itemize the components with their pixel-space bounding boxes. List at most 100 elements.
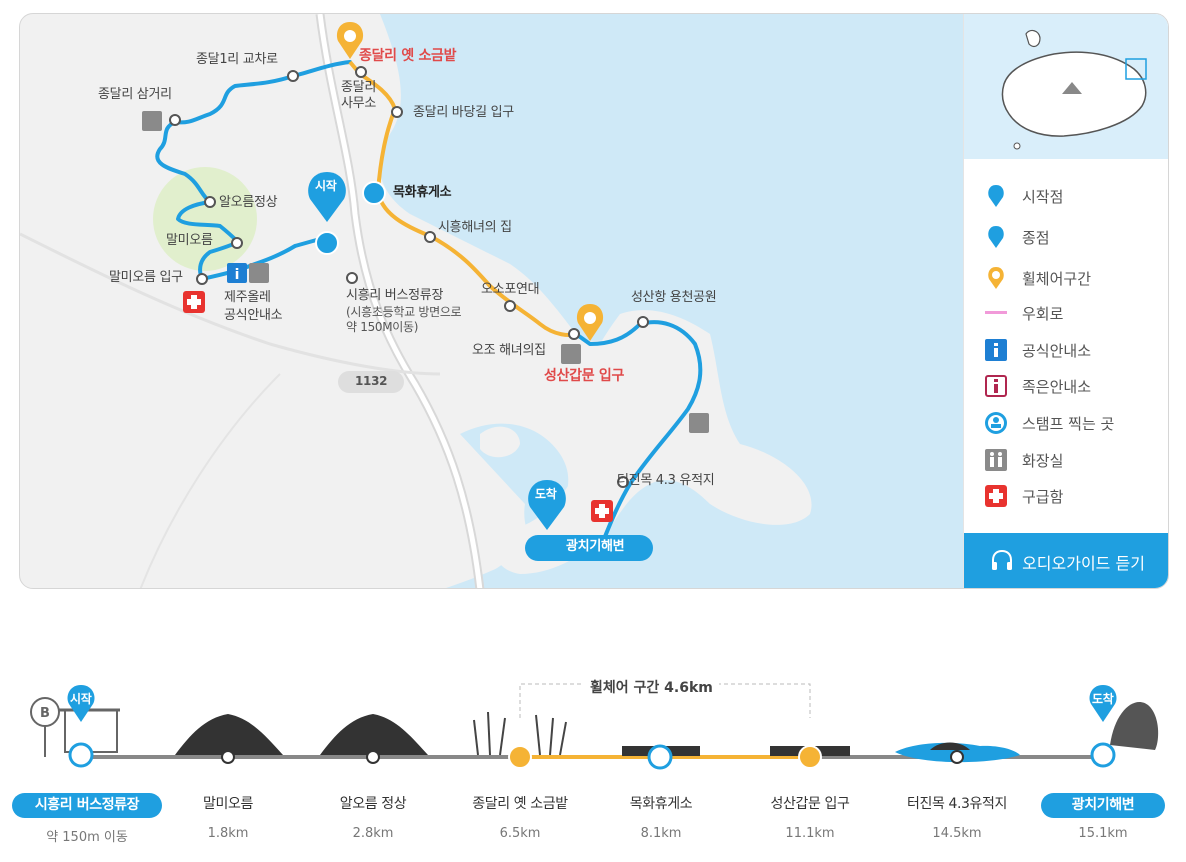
official-info-icon (227, 263, 247, 283)
stop-dist: 8.1km (640, 826, 682, 841)
stop-dist: 약 150m 이동 (46, 830, 128, 845)
seongsan-peninsula (496, 310, 812, 574)
label-sihung-bus-note-1: (시흥초등학교 방면으로 (346, 305, 462, 319)
label-jongdal-office-1: 종달리 (341, 80, 376, 95)
label-jongdal-badang-entrance: 종달리 바당길 입구 (413, 105, 514, 120)
start-point-icon (984, 184, 1008, 208)
label-gwangchigi-beach: 광치기해변 (566, 539, 625, 554)
main-road-inner (317, 14, 483, 588)
waypoint-markers (169, 66, 649, 488)
map-start-tag: 시작 (315, 179, 337, 193)
legend-label: 화장실 (1022, 451, 1064, 470)
stop-name-teojinmok: 터진목 4.3유적지 (907, 796, 1007, 812)
label-jongdal-salt-field: 종달리 옛 소금밭 (359, 48, 457, 64)
stop-marker (366, 750, 380, 764)
legend-official-info: 공식안내소 (984, 336, 1091, 364)
end-point-icon (984, 225, 1008, 249)
legend-detour: 우회로 (984, 299, 1063, 327)
stop-dist: 2.8km (352, 826, 394, 841)
first-aid-icon (183, 291, 205, 313)
legend-label: 우회로 (1022, 304, 1064, 323)
road-1132-badge (338, 371, 404, 393)
label-jongdal-junction: 종달리 삼거리 (98, 87, 172, 102)
official-info-icon (984, 338, 1008, 362)
legend-label: 시작점 (1022, 187, 1064, 206)
wheelchair-pin-icon (336, 22, 364, 59)
gwangchigi-rocks (1110, 701, 1159, 750)
legend-restroom: 화장실 (984, 446, 1063, 474)
route-east (574, 320, 703, 545)
label-ojo-haenyeo-house: 오조 해녀의집 (472, 343, 546, 358)
label-seongsan-yongcheon-park: 성산항 용천공원 (631, 290, 717, 305)
label-seongsan-gate-entrance: 성산갑문 입구 (544, 368, 625, 384)
svg-text:B: B (40, 706, 50, 721)
wheelchair-stop-marker (798, 745, 822, 769)
label-jeju-olle-info-1: 제주올레 (224, 290, 271, 305)
legend-label: 휠체어구간 (1022, 269, 1092, 288)
legend-label: 족은안내소 (1022, 377, 1092, 396)
wheelchair-pin-icon (576, 304, 604, 341)
stop-dist: 15.1km (1078, 826, 1128, 841)
stop-marker (950, 750, 964, 764)
stop-marker (221, 750, 235, 764)
label-teojinmok-site: 터진목 4.3 유적지 (617, 473, 715, 488)
jeju-island-outline (1001, 51, 1147, 137)
al-oreum-hill (320, 714, 428, 755)
restroom-icon (142, 111, 709, 433)
jeju-minimap (964, 14, 1168, 159)
legend-first-aid: 구급함 (984, 482, 1063, 510)
stop-dist: 11.1km (785, 826, 835, 841)
legend-label: 구급함 (1022, 487, 1064, 506)
map-canvas: i (20, 14, 963, 588)
legend-start-point: 시작점 (984, 182, 1063, 210)
label-osopo-pond: 오소포연대 (481, 282, 540, 297)
audio-guide-label: 오디오가이드 듣기 (1022, 553, 1145, 573)
legend-label: 종점 (1022, 228, 1050, 247)
map-end-tag: 도착 (535, 487, 557, 501)
course-profile: B 휠체어 구간 4.6km (0, 600, 1186, 862)
small-info-icon (984, 374, 1008, 398)
legend-wheelchair: 휠체어구간 (984, 264, 1091, 292)
sea-bay (460, 423, 578, 588)
udo-island (1025, 29, 1041, 48)
label-jongdal1ri-crossroad: 종달1리 교차로 (196, 52, 278, 67)
salt-field-reeds (473, 711, 567, 756)
start-pin-icon (308, 172, 346, 222)
svg-text:i: i (235, 267, 240, 283)
wheelchair-section-title: 휠체어 구간 4.6km (584, 677, 719, 697)
legend-end-point: 종점 (984, 223, 1050, 251)
label-road-1132: 1132 (355, 374, 388, 388)
legend-label: 스탬프 찍는 곳 (1022, 414, 1115, 433)
label-sihung-bus-note-2: 약 150M이동) (346, 320, 419, 334)
map-legend: 시작점 종점 휠체어구간 우회로 공식안내소 (963, 14, 1168, 588)
minor-road (20, 232, 441, 376)
legend-small-info: 족은안내소 (984, 372, 1091, 400)
malmi-oreum-hill (175, 714, 283, 755)
label-mokhwa-rest: 목화휴게소 (393, 185, 452, 200)
detour-line-icon (984, 301, 1008, 325)
profile-start-stamp-icon (68, 742, 94, 768)
first-aid-icon (984, 484, 1008, 508)
stop-name-jongdal-salt-field: 종달리 옛 소금밭 (472, 796, 568, 812)
profile-end-stamp-icon (1090, 742, 1116, 768)
stop-dist: 1.8km (207, 826, 249, 841)
stop-name-seongsan-gate: 성산갑문 입구 (770, 796, 850, 812)
stop-dist: 14.5km (932, 826, 982, 841)
stop-name-al-oreum: 알오름 정상 (339, 796, 407, 812)
headphones-icon (990, 549, 1014, 575)
profile-canvas: B (30, 683, 1159, 770)
stamp-location-icon (984, 411, 1008, 435)
label-malmi-oreum: 말미오름 (166, 233, 213, 248)
course-map: i 종달1리 교차로 종달리 옛 소금밭 종달리 사무소 종달리 바당길 입구 … (19, 13, 1169, 589)
stop-name-gwangchigi: 광치기해변 (1041, 793, 1165, 818)
first-aid-icon (591, 500, 613, 522)
stamp-stop-marker (647, 744, 673, 770)
profile-start-pin-icon (67, 685, 95, 722)
label-jongdal-office-2: 사무소 (341, 96, 376, 111)
legend-stamp: 스탬프 찍는 곳 (984, 409, 1114, 437)
wheelchair-stop-marker (508, 745, 532, 769)
stop-dist: 6.5km (499, 826, 541, 841)
audio-guide-button[interactable]: 오디오가이드 듣기 (964, 533, 1168, 588)
label-al-oreum-summit: 알오름정상 (219, 195, 278, 210)
stop-name-sihung-bus: 시흥리 버스정류장 (12, 793, 162, 818)
